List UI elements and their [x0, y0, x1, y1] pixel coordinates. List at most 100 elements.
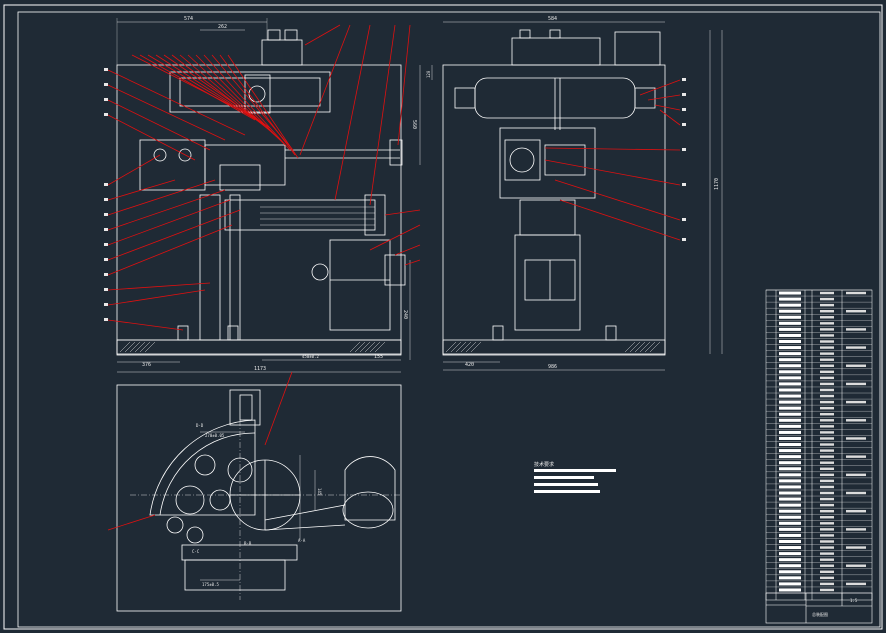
parts-row-name-cell [779, 315, 801, 319]
parts-row-material-cell [820, 425, 834, 428]
plan-section-dd: D-D [196, 423, 204, 428]
plan-pulley [344, 456, 396, 521]
parts-row-material-cell [820, 413, 834, 416]
parts-row-material-cell [820, 540, 834, 543]
parts-row-name-cell [779, 558, 801, 562]
parts-row-name-cell [779, 473, 801, 477]
side-dim-bottom-overall: 986 [548, 364, 557, 370]
parts-row-material-cell [820, 400, 834, 404]
tech-line-4 [534, 490, 600, 493]
parts-row-note-cell [846, 291, 866, 295]
parts-row-name-cell [779, 533, 801, 537]
parts-row-name-cell [779, 333, 801, 337]
parts-row-material-cell [820, 570, 834, 574]
plan-dim-top: 270±0.05 [205, 433, 225, 438]
parts-row-name-cell [779, 491, 801, 495]
parts-row-material-cell [820, 419, 834, 422]
parts-row-name-cell [779, 570, 801, 574]
front-dim-bottom-mid: 450±0.2 [302, 354, 319, 359]
tech-line-3 [534, 483, 598, 486]
parts-row-name-cell [779, 352, 801, 356]
title-block-frame [765, 592, 873, 624]
front-lower-shaft [224, 199, 376, 231]
parts-row-name-cell [779, 515, 801, 519]
parts-row-material-cell [820, 394, 834, 398]
parts-row-name-cell [779, 364, 801, 368]
parts-row-note-cell [846, 364, 866, 367]
parts-row-name-cell [779, 455, 801, 459]
parts-row-material-cell [820, 564, 834, 567]
parts-row-material-cell [820, 358, 834, 361]
parts-row-material-cell [820, 376, 834, 380]
side-dim-bottom-left: 420 [465, 362, 474, 368]
parts-row-material-cell [820, 479, 834, 483]
parts-row-name-cell [779, 503, 801, 507]
parts-row-name-cell [779, 327, 801, 331]
tech-line-2 [534, 476, 594, 479]
parts-row-note-cell [846, 491, 866, 495]
parts-row-name-cell [779, 376, 801, 380]
parts-row-material-cell [820, 534, 834, 537]
front-dim-top-inner: 262 [218, 24, 227, 30]
front-dim-bottom-right: 155 [374, 354, 383, 360]
parts-row-name-cell [779, 576, 801, 580]
parts-row-name-cell [779, 388, 801, 392]
parts-row-note-cell [846, 400, 866, 404]
front-base-hatch [119, 341, 386, 353]
leader-lines [107, 24, 681, 531]
front-dim-top-overall: 574 [184, 16, 193, 22]
parts-row-material-cell [820, 352, 834, 355]
parts-row-material-cell [820, 437, 834, 440]
parts-row-material-cell [820, 461, 834, 464]
parts-row-note-cell [846, 437, 866, 440]
title-block [765, 592, 873, 624]
parts-row-material-cell [820, 303, 834, 307]
parts-row-material-cell [820, 558, 834, 561]
side-dim-left-small: 120 [426, 70, 431, 78]
parts-row-material-cell [820, 467, 834, 470]
parts-row-name-cell [779, 400, 801, 404]
tech-requirements-title: 技术要求 [534, 461, 554, 468]
parts-row-material-cell [820, 522, 834, 525]
parts-row-material-cell [820, 449, 834, 452]
parts-row-material-cell [820, 582, 834, 586]
parts-row-name-cell [779, 527, 801, 531]
parts-row-material-cell [820, 588, 834, 592]
parts-row-material-cell [820, 443, 834, 446]
parts-row-material-cell [820, 576, 834, 580]
plan-frame [116, 384, 402, 612]
front-dim-right-upper: 560 [411, 120, 417, 129]
title-block-scale: 1:5 [850, 598, 858, 603]
plan-view [116, 384, 402, 612]
parts-row-name-cell [779, 436, 801, 440]
parts-row-material-cell [820, 431, 834, 434]
parts-row-note-cell [846, 419, 866, 422]
parts-row-name-cell [779, 412, 801, 416]
balloon-numbers [104, 68, 686, 321]
parts-row-name-cell [779, 382, 801, 386]
parts-row-material-cell [820, 328, 834, 331]
parts-row-material-cell [820, 552, 834, 555]
front-dim-bottom-overall: 1173 [254, 366, 266, 372]
front-dim-bottom-left: 376 [142, 362, 151, 368]
parts-row-note-cell [846, 455, 866, 458]
plan-section-aa: A-A [298, 538, 306, 543]
outer-border [3, 4, 883, 630]
parts-row-note-cell [846, 382, 866, 386]
parts-row-note-cell [846, 564, 866, 567]
parts-row-name-cell [779, 479, 801, 483]
plan-section-cc: C-C [192, 549, 200, 554]
parts-row-name-cell [779, 552, 801, 556]
parts-row-name-cell [779, 509, 801, 513]
parts-row-note-cell [846, 509, 866, 513]
parts-row-name-cell [779, 418, 801, 422]
parts-row-name-cell [779, 485, 801, 489]
parts-row-name-cell [779, 467, 801, 471]
parts-row-name-cell [779, 449, 801, 453]
parts-row-material-cell [820, 516, 834, 519]
parts-row-material-cell [820, 316, 834, 319]
parts-row-name-cell [779, 564, 801, 568]
parts-row-material-cell [820, 491, 834, 495]
side-gear-housing [499, 127, 596, 199]
